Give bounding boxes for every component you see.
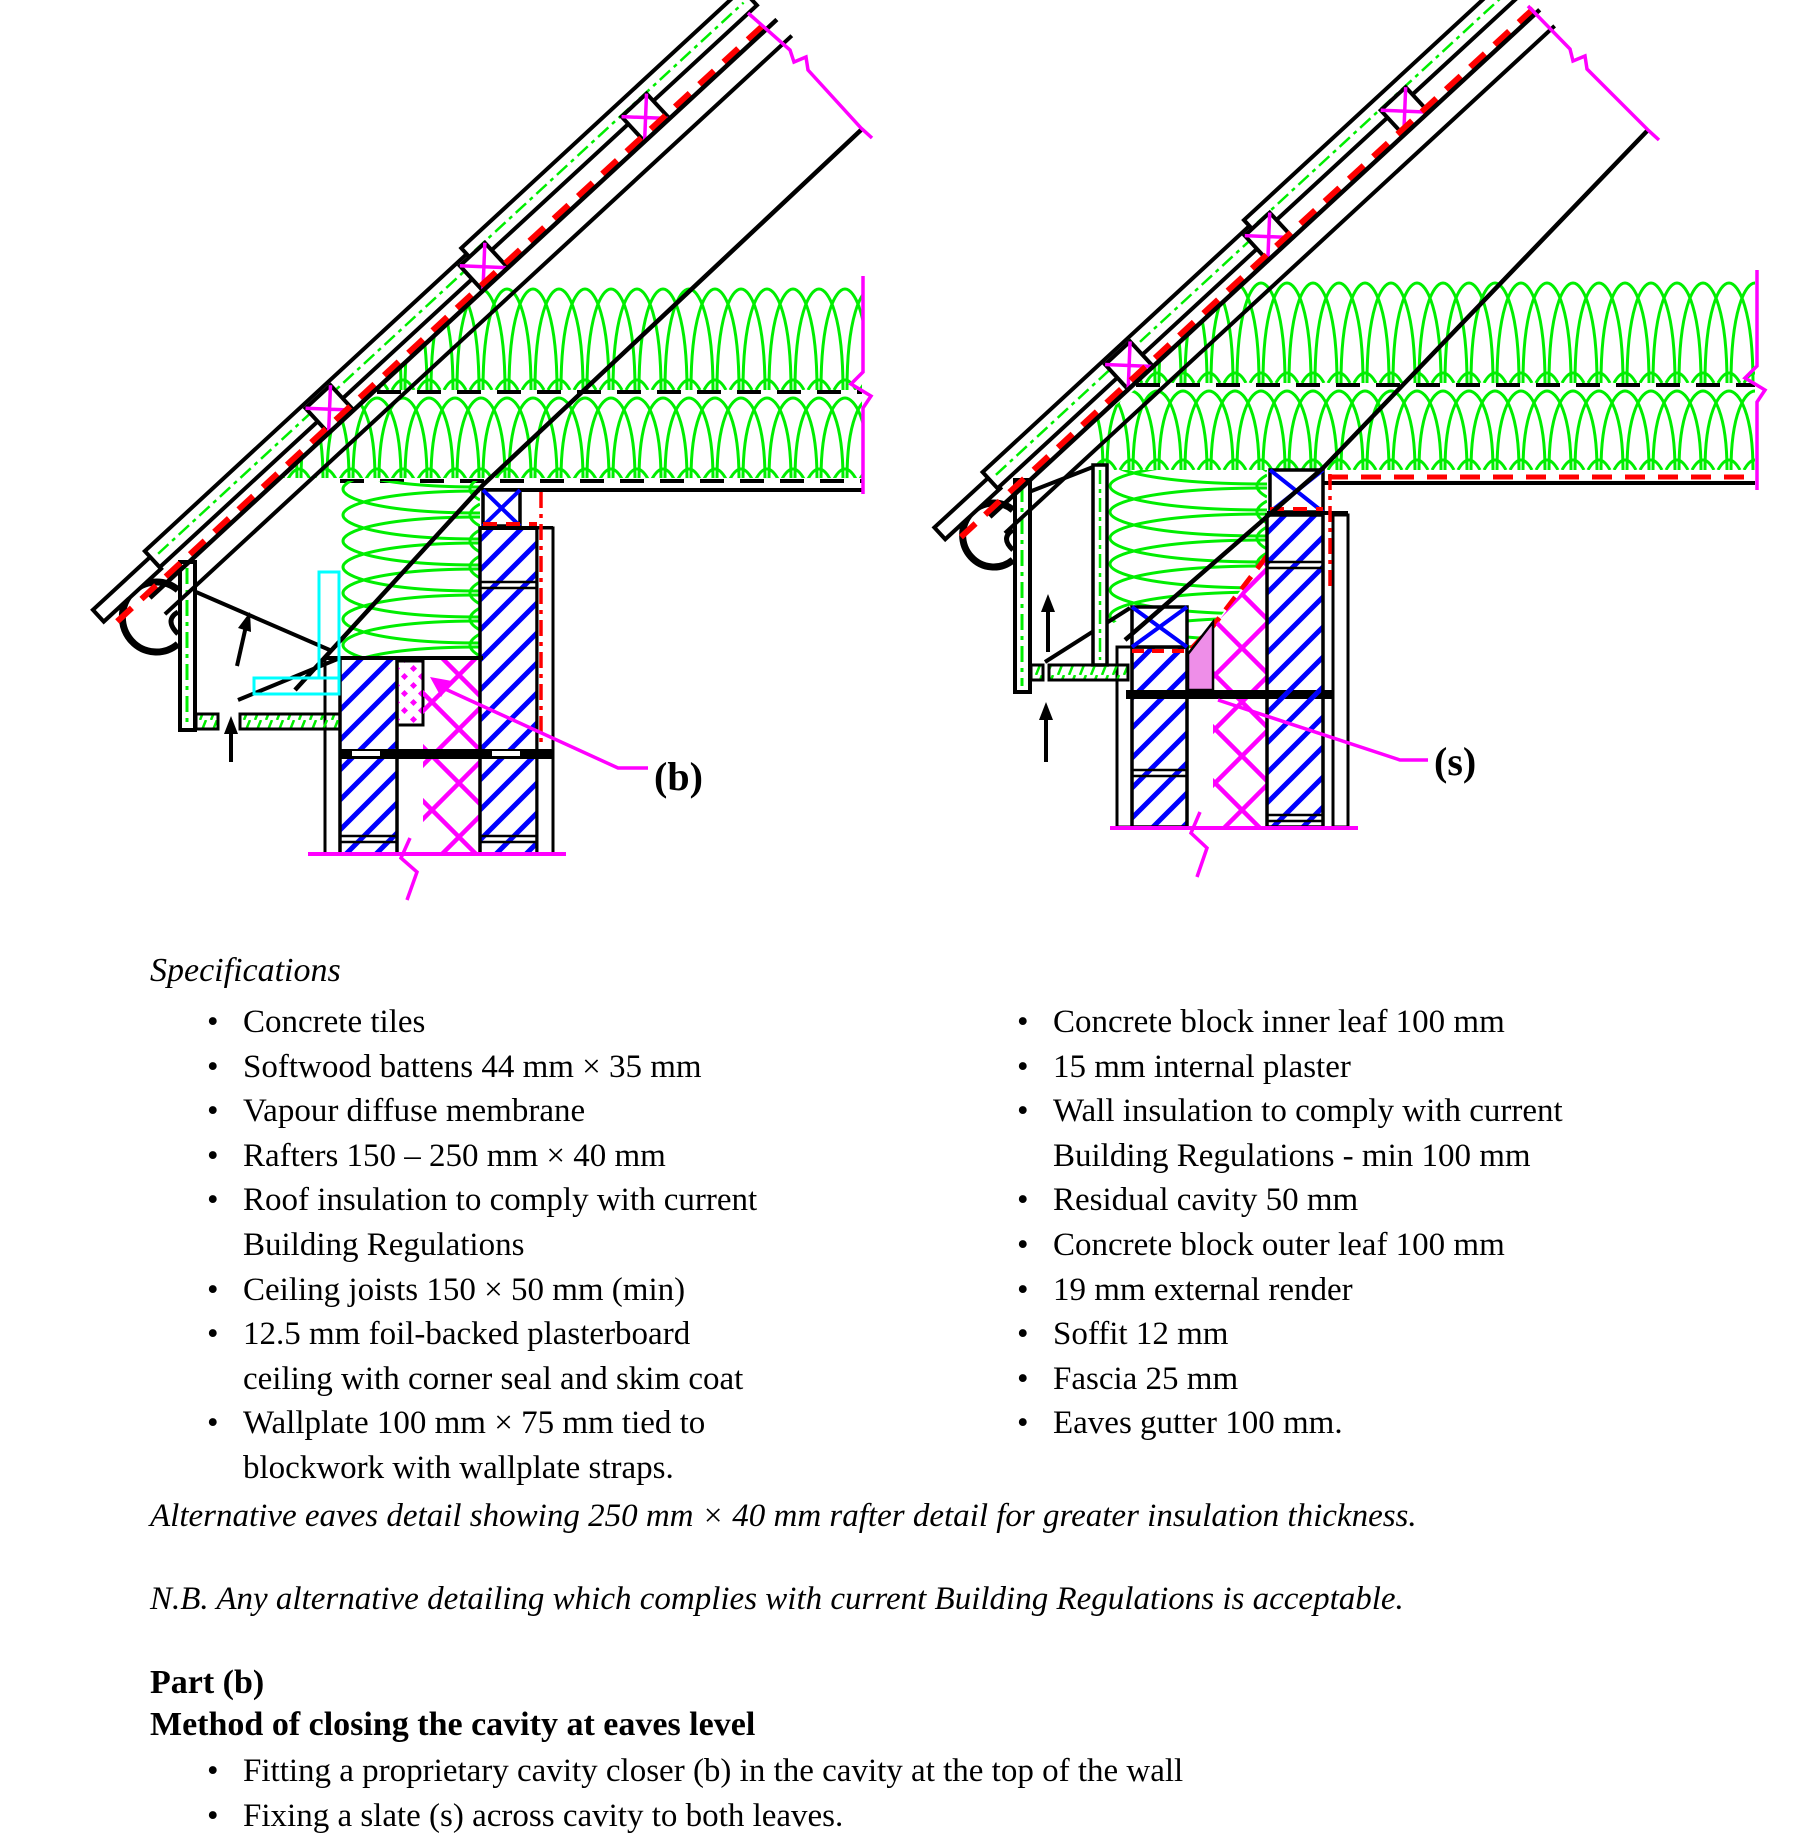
part-b-subheading: Method of closing the cavity at eaves le… xyxy=(150,1706,756,1743)
spec-item: Wall insulation to comply with current B… xyxy=(1015,1089,1735,1178)
spec-item: Fascia 25 mm xyxy=(1015,1357,1735,1402)
rafter-underside-right xyxy=(1123,128,1650,642)
outer-leaf-right xyxy=(1130,645,1189,829)
break-line-wall-left xyxy=(398,837,420,901)
spec-item: 15 mm internal plaster xyxy=(1015,1045,1735,1090)
tile-course-right-2 xyxy=(1241,0,1525,240)
spec-item: Soffit 12 mm xyxy=(1015,1312,1735,1357)
vent-tray xyxy=(252,570,341,696)
soffit-stub-right xyxy=(1029,663,1045,682)
spec-item: Eaves gutter 100 mm. xyxy=(1015,1401,1735,1446)
spec-item: Roof insulation to comply with current B… xyxy=(205,1178,895,1267)
spec-item: Wallplate 100 mm × 75 mm tied to blockwo… xyxy=(205,1401,895,1490)
alternative-detail-caption: Alternative eaves detail showing 250 mm … xyxy=(150,1498,1417,1534)
part-b-heading: Part (b) xyxy=(150,1664,265,1701)
slate-line xyxy=(1126,690,1342,699)
spec-item: Concrete tiles xyxy=(205,1000,895,1045)
spec-item: 12.5 mm foil-backed plasterboard ceiling… xyxy=(205,1312,895,1401)
spec-item: Concrete block outer leaf 100 mm xyxy=(1015,1223,1735,1268)
nb-note: N.B. Any alternative detailing which com… xyxy=(150,1581,1404,1617)
eaves-insulation-left xyxy=(340,481,480,658)
soffit-board-right xyxy=(1047,663,1130,682)
label-s-leader xyxy=(1217,698,1428,762)
wallplate-left xyxy=(481,488,522,528)
break-line-roof-left xyxy=(746,11,874,140)
roof-insulation-bottom-layer-left xyxy=(279,395,862,478)
cavity-closer xyxy=(395,659,425,727)
eaves-detail-left: (b) xyxy=(90,0,874,901)
cavity-wall-left xyxy=(323,488,555,856)
roof-insulation-bottom-layer-right xyxy=(1093,388,1755,470)
part-b-list: Fitting a proprietary cavity closer (b) … xyxy=(205,1749,1705,1838)
soffit-stub-left xyxy=(194,712,220,731)
eaves-details-drawing: (b) xyxy=(90,0,1768,901)
label-s: (s) xyxy=(1434,739,1476,784)
soffit-board-left xyxy=(238,712,342,731)
specifications-title: Specifications xyxy=(150,952,341,989)
spec-item: Concrete block inner leaf 100 mm xyxy=(1015,1000,1735,1045)
label-b-group: (b) xyxy=(430,677,703,799)
break-line-slab-left xyxy=(848,276,874,494)
spec-item: Residual cavity 50 mm xyxy=(1015,1178,1735,1223)
spec-item: Ceiling joists 150 × 50 mm (min) xyxy=(205,1268,895,1313)
eaves-insulation-right xyxy=(1107,470,1267,652)
roof-slope-left xyxy=(90,0,794,625)
tile-course-left-2 xyxy=(458,0,760,268)
airflow-arrows-left xyxy=(224,612,251,762)
label-b-arrowhead xyxy=(430,677,452,697)
battens-left xyxy=(302,90,673,437)
internal-plaster-right xyxy=(1331,513,1350,829)
roof-insulation-top-layer-left xyxy=(377,286,862,390)
label-b: (b) xyxy=(654,754,703,799)
label-s-group: (s) xyxy=(1217,698,1476,784)
airflow-arrows-right xyxy=(1039,594,1055,762)
part-b-item: Fixing a slate (s) across cavity to both… xyxy=(205,1794,1705,1839)
specifications-left-column: Concrete tiles Softwood battens 44 mm × … xyxy=(205,1000,895,1491)
spec-item: Softwood battens 44 mm × 35 mm xyxy=(205,1045,895,1090)
membrane-left xyxy=(115,15,774,624)
eaves-detail-right: (s) xyxy=(931,0,1768,878)
break-line-roof-right xyxy=(1526,4,1661,142)
spec-item: 19 mm external render xyxy=(1015,1268,1735,1313)
part-b-item: Fitting a proprietary cavity closer (b) … xyxy=(205,1749,1705,1794)
label-b-leader xyxy=(442,686,648,770)
spec-item: Vapour diffuse membrane xyxy=(205,1089,895,1134)
roof-insulation-top-layer-right xyxy=(1135,280,1755,383)
roof-slope-right xyxy=(931,0,1556,543)
inner-leaf-left xyxy=(478,526,539,856)
specifications-right-column: Concrete block inner leaf 100 mm 15 mm i… xyxy=(1015,1000,1735,1446)
break-line-wall-right xyxy=(1188,811,1210,878)
spec-item: Rafters 150 – 250 mm × 40 mm xyxy=(205,1134,895,1179)
break-line-slab-right xyxy=(1742,270,1768,490)
rafter-underside-left xyxy=(293,128,863,692)
